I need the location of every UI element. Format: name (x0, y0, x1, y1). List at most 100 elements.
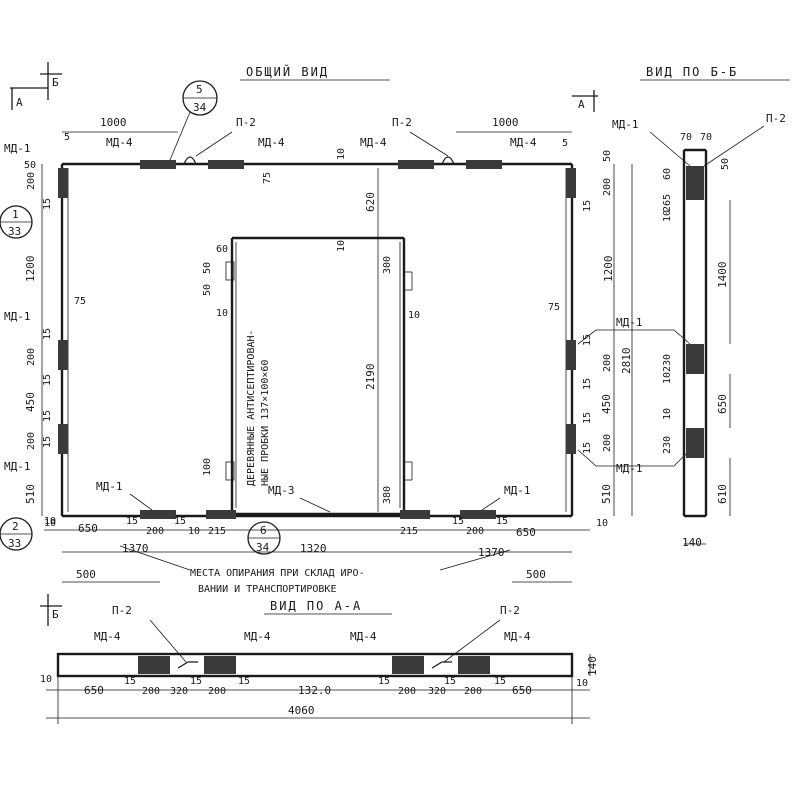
callout-5-34-top: 5 (196, 83, 203, 96)
dim-200-left-1: 200 (26, 172, 37, 190)
dim-15-b4: 15 (496, 516, 508, 527)
dim-650-left: 650 (78, 522, 98, 535)
md4-top-4 (466, 160, 502, 169)
view-b-b: ВИД ПО Б-Б МД-1 П-2 70 70 60 50 265 10 1… (612, 65, 790, 549)
dim-75-right: 75 (548, 302, 560, 313)
dim-200-left-3: 200 (26, 432, 37, 450)
dim-70-right: 70 (700, 132, 712, 143)
leader-p2-bottom-2 (443, 619, 501, 663)
label-md4-bottom-3: МД-4 (350, 630, 377, 643)
dim-15-right-3: 15 (582, 378, 593, 390)
bottom-md4-3 (392, 656, 424, 674)
dim-650-right: 650 (516, 526, 536, 539)
dim-15-a2: 15 (190, 676, 202, 687)
dim-1200-left: 1200 (24, 256, 37, 283)
dim-60-side: 60 (662, 168, 673, 180)
dim-5-right: 5 (562, 138, 568, 149)
bottom-md4-1 (138, 656, 170, 674)
dim-300: 300 (382, 256, 393, 274)
leader-md1-side (649, 131, 691, 167)
label-md4-bottom-1: МД-4 (94, 630, 121, 643)
label-md4-bottom-2: МД-4 (244, 630, 271, 643)
dim-1400: 1400 (716, 262, 729, 289)
dim-15-left-4: 15 (42, 410, 53, 422)
dim-320-a-right: 320 (428, 686, 446, 697)
label-md1-right-1: МД-1 (616, 316, 643, 329)
label-md1-bottom-left: МД-1 (96, 480, 123, 493)
dim-1320: 1320 (300, 542, 327, 555)
md3-bottom-left (206, 510, 236, 519)
dim-150-side: 50 (720, 158, 731, 170)
dim-200-right-1: 200 (602, 178, 613, 196)
leader-support-left (119, 545, 191, 571)
leader-5-34 (169, 111, 191, 161)
dim-4060: 4060 (288, 704, 315, 717)
dim-15-b2: 15 (174, 516, 186, 527)
dim-230-side-1: 230 (662, 354, 673, 372)
dim-10-door-top: 10 (336, 240, 347, 252)
md1-left-low (58, 424, 68, 454)
dim-50-left: 50 (24, 160, 36, 171)
dim-1000-right: 1000 (492, 116, 519, 129)
leaders-md1-right (577, 329, 691, 467)
leader-p2-bottom-1 (149, 619, 187, 663)
label-md4-3: МД-4 (360, 136, 387, 149)
dim-15-right-1: 15 (582, 200, 593, 212)
section-label-b-bottom: Б (52, 608, 59, 621)
dim-10-right-bottom: 10 (596, 518, 608, 529)
dim-10-left-bottom: 10 (44, 518, 56, 529)
note-support-line1: МЕСТА ОПИРАНИЯ ПРИ СКЛАД ИРО- (190, 568, 365, 579)
callout-6-34-bottom: 34 (256, 541, 270, 554)
dim-1000-left: 1000 (100, 116, 127, 129)
wood-plug-3 (403, 271, 413, 291)
dim-200-b1: 200 (146, 526, 164, 537)
view-title-b-b: ВИД ПО Б-Б (646, 65, 738, 79)
bottom-md4-4 (458, 656, 490, 674)
dim-650-side: 650 (716, 394, 729, 414)
md1-right-mid (566, 340, 576, 370)
label-p2-bottom-1: П-2 (112, 604, 132, 617)
label-md1-bottom-right: МД-1 (504, 484, 531, 497)
dim-50-door-2: 50 (202, 284, 213, 296)
dim-5-left: 5 (64, 132, 70, 143)
callout-6-34-top: 6 (260, 524, 267, 537)
dim-75-left: 75 (74, 296, 86, 307)
dim-510-left: 510 (24, 484, 37, 504)
bottom-md4-2 (204, 656, 236, 674)
label-md1-left-2: МД-1 (4, 310, 31, 323)
bottom-loop-1 (177, 661, 198, 669)
md1-bottom-left (140, 510, 176, 519)
side-md-top (686, 166, 704, 200)
dim-1320-a: 132.0 (298, 684, 331, 697)
loop-p2-top-right (441, 156, 455, 165)
dim-265: 265 (662, 194, 673, 212)
leader-support-right (439, 549, 511, 571)
dim-610: 610 (716, 484, 729, 504)
dim-15-left-5: 15 (42, 436, 53, 448)
md1-right-low (566, 424, 576, 454)
view-title-general: ОБЩИЙ ВИД (246, 64, 329, 79)
label-p2-bottom-2: П-2 (500, 604, 520, 617)
wood-plug-4 (403, 461, 413, 481)
label-p2-2: П-2 (392, 116, 412, 129)
dim-10-door-right: 10 (408, 310, 420, 321)
dim-500-right: 500 (526, 568, 546, 581)
label-md1-right-2: МД-1 (616, 462, 643, 475)
label-md3: МД-3 (268, 484, 295, 497)
dim-15-right-4: 15 (582, 412, 593, 424)
dim-10-top: 10 (336, 148, 347, 160)
general-view: ОБЩИЙ ВИД А Б А МД-4 МД-4 (0, 62, 691, 595)
dim-215-left: 215 (208, 526, 226, 537)
dim-15-a3: 15 (238, 676, 250, 687)
side-md-mid (686, 344, 704, 374)
note-plugs-line2: НЫЕ ПРОБКИ 137×100×60 (260, 360, 271, 486)
label-md1-side: МД-1 (612, 118, 639, 131)
leader-md1-bottom-right (481, 497, 501, 511)
dim-10-bl: 10 (44, 516, 56, 527)
view-title-a-a: ВИД ПО А-А (270, 599, 362, 613)
dim-15-left-3: 15 (42, 374, 53, 386)
dim-200-a2: 200 (208, 686, 226, 697)
dim-450-right: 450 (600, 394, 613, 414)
dim-140-bottom: 140 (586, 656, 599, 676)
